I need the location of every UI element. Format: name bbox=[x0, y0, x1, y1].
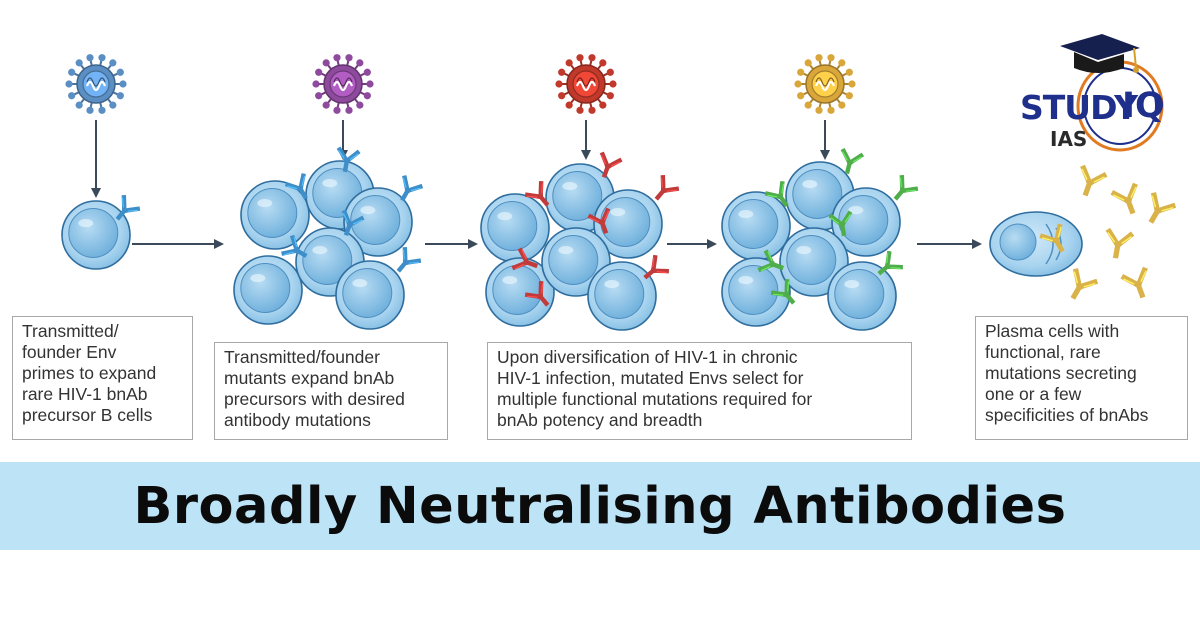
antibody-icon bbox=[400, 175, 424, 202]
b-cell-icon bbox=[721, 257, 791, 327]
antibody-icon bbox=[587, 207, 611, 235]
hiv-virus-icon bbox=[555, 54, 617, 114]
b-cell-icon bbox=[721, 191, 791, 261]
antibody-icon bbox=[336, 146, 361, 173]
graduation-cap-icon bbox=[1060, 34, 1140, 73]
plasma-cell-icon bbox=[989, 211, 1083, 277]
b-cell-icon bbox=[61, 200, 131, 270]
studyiq-logo: STUDY IQ IAS bbox=[1002, 28, 1192, 168]
b-cell-icon bbox=[480, 193, 550, 263]
antibody-icon bbox=[893, 175, 919, 201]
page-title: Broadly Neutralising Antibodies bbox=[133, 476, 1067, 536]
antibody-icon bbox=[599, 151, 623, 179]
antibody-icon bbox=[654, 175, 680, 201]
b-cell-icon bbox=[545, 163, 615, 233]
logo-iq-text: IQ bbox=[1122, 86, 1165, 126]
b-cell-icon bbox=[343, 187, 413, 257]
antibody-icon bbox=[877, 250, 903, 276]
hiv-virus-icon bbox=[312, 54, 374, 114]
logo-graphic bbox=[1060, 34, 1164, 152]
antibody-icon bbox=[770, 279, 796, 305]
antibody-icon bbox=[396, 247, 422, 273]
antibody-icon bbox=[1120, 266, 1148, 299]
title-banner: Broadly Neutralising Antibodies bbox=[0, 462, 1200, 550]
b-cell-icon bbox=[233, 255, 303, 325]
antibody-icon bbox=[840, 148, 865, 175]
logo-ias-text: IAS bbox=[1050, 127, 1088, 151]
antibody-icon bbox=[524, 181, 550, 207]
b-cell-icon bbox=[593, 189, 663, 259]
antibody-icon bbox=[764, 181, 789, 208]
caption-step-3: Upon diversification of HIV-1 in chronic… bbox=[487, 342, 912, 440]
b-cell-icon bbox=[587, 261, 657, 331]
caption-step-4: Plasma cells with functional, rare mutat… bbox=[975, 316, 1188, 440]
antibody-icon bbox=[1080, 164, 1108, 197]
b-cell-icon bbox=[485, 257, 555, 327]
caption-step-2: Transmitted/founder mutants expand bnAb … bbox=[214, 342, 448, 440]
antibody-icon bbox=[1070, 268, 1099, 300]
logo-study-text: STUDY bbox=[1020, 88, 1138, 127]
antibody-icon bbox=[1148, 192, 1177, 224]
antibody-icon bbox=[115, 195, 141, 221]
antibody-icon bbox=[511, 247, 539, 271]
b-cell-icon bbox=[831, 187, 901, 257]
antibody-icon bbox=[524, 281, 550, 307]
antibody-icon bbox=[757, 249, 785, 273]
hiv-virus-icon bbox=[794, 54, 856, 114]
b-cell-icon bbox=[827, 261, 897, 331]
antibody-icon bbox=[828, 210, 853, 237]
b-cell-icon bbox=[335, 260, 405, 330]
antibody-icon bbox=[284, 173, 308, 200]
antibody-icon bbox=[341, 209, 365, 237]
b-cell-icon bbox=[240, 180, 310, 250]
antibody-icon bbox=[1105, 227, 1135, 259]
b-cell-icon bbox=[779, 227, 849, 297]
antibody-icon bbox=[1110, 182, 1138, 215]
hiv-virus-icon bbox=[65, 54, 127, 114]
antibody-icon bbox=[1039, 223, 1065, 253]
caption-step-1: Transmitted/ founder Env primes to expan… bbox=[12, 316, 193, 440]
antibody-icon bbox=[643, 254, 669, 280]
antibody-icon bbox=[281, 234, 308, 258]
